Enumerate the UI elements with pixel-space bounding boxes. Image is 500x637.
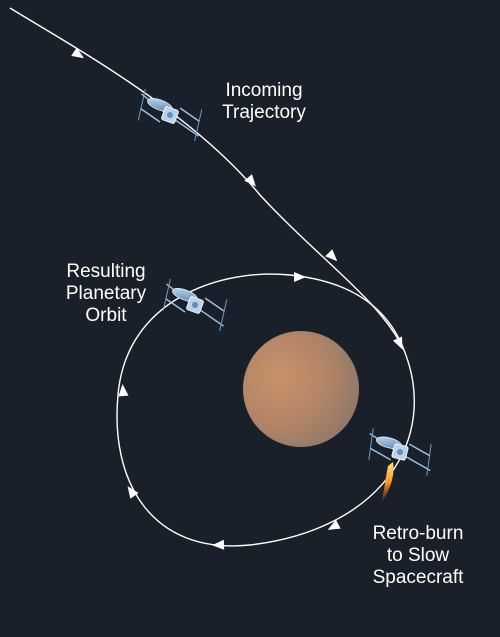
planetary-orbit-path [116,273,415,547]
incoming-trajectory-path [9,7,405,351]
planet [243,331,359,447]
orbit-arrow [127,486,139,499]
planetary-orbit-label: Resulting Planetary Orbit [50,261,162,327]
label-line: Spacecraft [372,567,464,588]
trajectory-arrow [325,249,338,262]
retro-burn-label: Retro-burn to Slow Spacecraft [356,523,480,589]
label-line: Retro-burn [372,523,464,544]
label-line: to Slow [386,545,450,566]
thruster-flame [382,462,394,502]
orbit-arrow [118,384,129,397]
orbit-arrow [294,272,306,282]
label-line: Trajectory [222,102,306,123]
spacecraft-retro-burn [362,427,438,502]
label-line: Planetary [65,283,147,304]
label-line: Resulting [66,261,146,282]
spacecraft-incoming [131,87,209,143]
orbit-arrow [212,539,225,550]
label-line: Incoming [225,80,303,101]
trajectory-arrow [244,174,256,187]
orbit-arrow [327,519,341,530]
incoming-trajectory-label: Incoming Trajectory [208,80,320,124]
trajectory-arrow [392,336,403,350]
trajectory-arrow [71,47,85,59]
label-line: Orbit [85,305,127,326]
